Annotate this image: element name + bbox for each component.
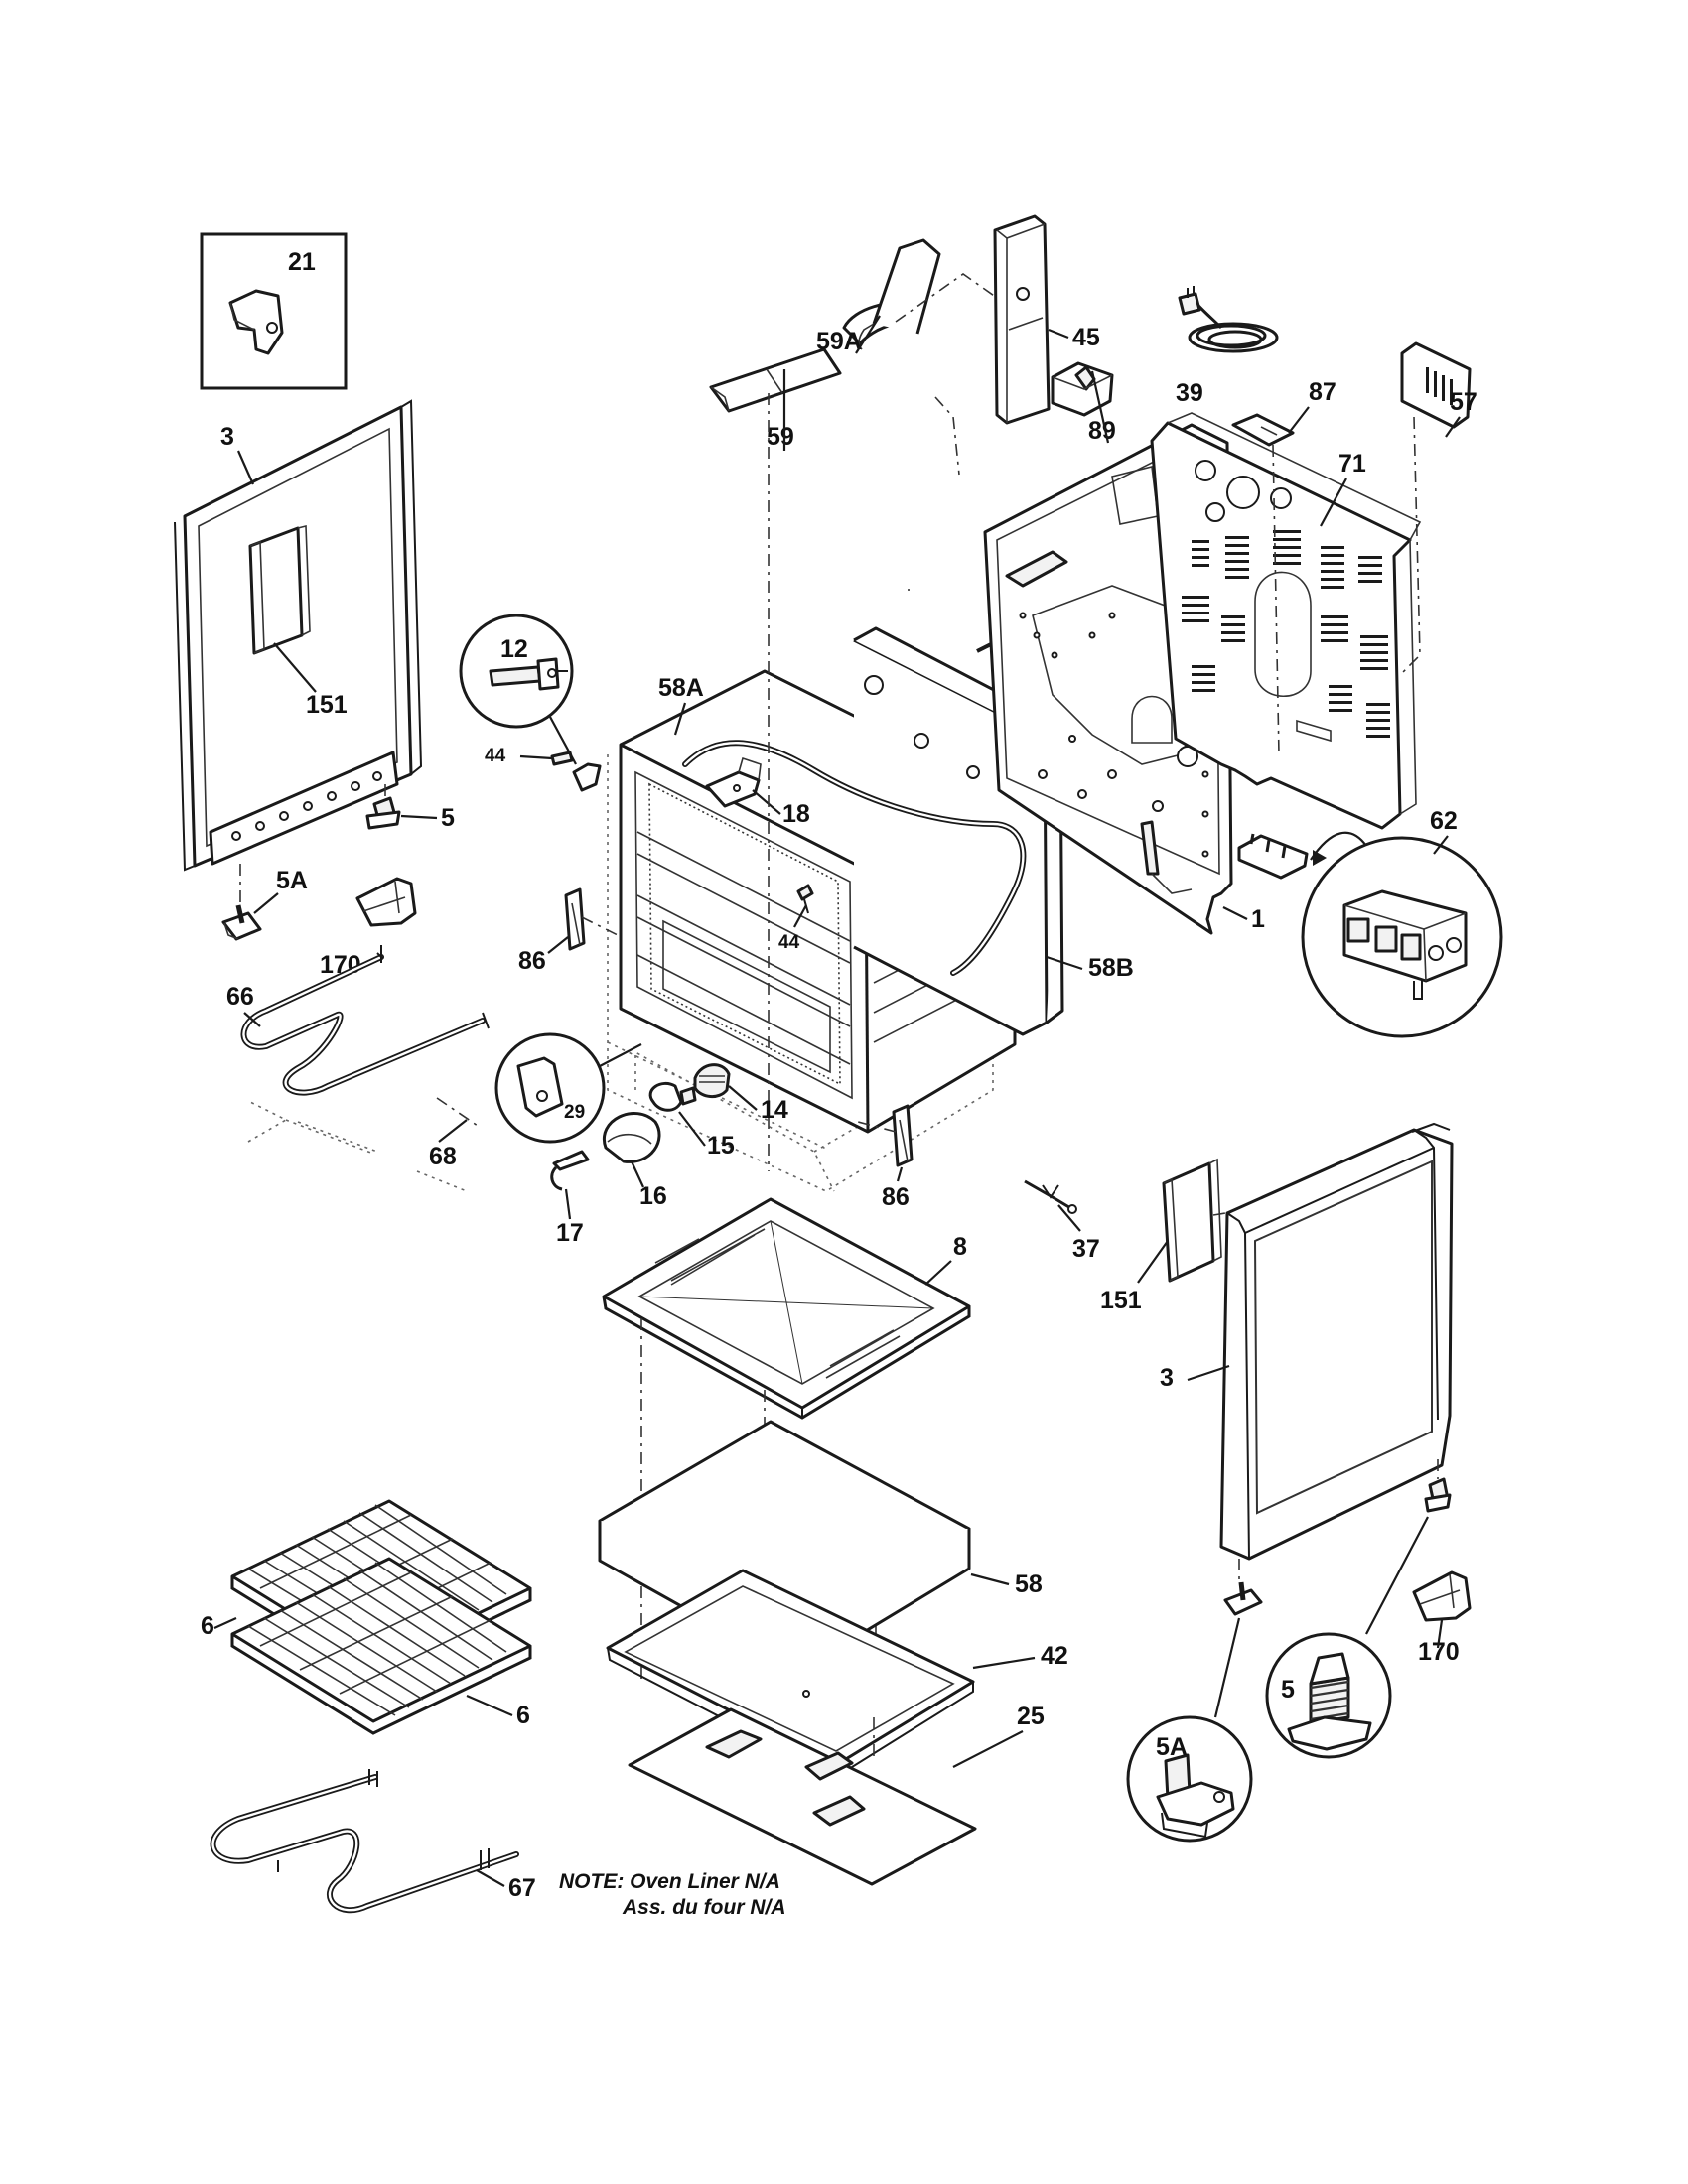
label-8: 8 (953, 1233, 967, 1261)
leveler-5-left (365, 796, 401, 830)
switch-86-right (892, 1104, 914, 1167)
lamp-bulb-15 (648, 1081, 697, 1112)
label-59: 59 (767, 423, 794, 451)
label-37: 37 (1072, 1235, 1100, 1263)
leveler-bracket-5a-left (221, 904, 262, 941)
label-86-left: 86 (518, 947, 546, 975)
label-58: 58 (1015, 1570, 1043, 1598)
label-6-bottom: 6 (516, 1702, 530, 1729)
label-3-right: 3 (1160, 1364, 1174, 1392)
label-68: 68 (429, 1143, 457, 1170)
label-5-right: 5 (1281, 1676, 1295, 1704)
screw-44-top (550, 751, 602, 792)
duct-59a (842, 238, 941, 350)
label-3-left: 3 (220, 423, 234, 451)
label-12: 12 (500, 635, 528, 663)
element-67 (210, 1769, 519, 1914)
label-21: 21 (288, 248, 316, 276)
rack-6-bottom (230, 1557, 532, 1735)
label-89: 89 (1088, 417, 1116, 445)
label-15: 15 (707, 1132, 735, 1160)
label-5a-left: 5A (276, 867, 308, 894)
label-71: 71 (1338, 450, 1366, 478)
label-39: 39 (1176, 379, 1203, 407)
label-45: 45 (1072, 324, 1100, 351)
label-14: 14 (761, 1096, 788, 1124)
bracket-151-left (248, 524, 311, 655)
label-42: 42 (1041, 1642, 1068, 1670)
label-87: 87 (1309, 378, 1336, 406)
callout-12 (459, 614, 577, 765)
label-6-top: 6 (201, 1612, 214, 1640)
label-59a: 59A (816, 328, 862, 355)
leveler-bracket-right-small (1223, 1581, 1263, 1616)
leveler-small-right (1424, 1477, 1452, 1513)
plate-87 (1231, 413, 1295, 447)
label-58a: 58A (658, 674, 704, 702)
element-66 (240, 945, 490, 1096)
callout-5a-right (1126, 1617, 1253, 1843)
retainer-17 (550, 1150, 590, 1191)
bottom-panel-8 (602, 1197, 971, 1420)
note-line-1: NOTE: Oven Liner N/A (559, 1870, 780, 1893)
label-151-left: 151 (306, 691, 348, 719)
hinge-170-left (355, 877, 417, 927)
label-5a-right: 5A (1156, 1733, 1188, 1761)
label-44-mid: 44 (778, 932, 800, 953)
label-44-top: 44 (485, 746, 506, 766)
bracket-18 (705, 756, 762, 808)
label-29: 29 (564, 1102, 585, 1123)
lamp-lens-16 (602, 1112, 661, 1163)
bottom-plate-25 (628, 1707, 977, 1886)
label-66: 66 (226, 983, 254, 1011)
label-151-right: 151 (1100, 1287, 1142, 1314)
vent-45 (993, 214, 1051, 425)
probe-37 (1024, 1179, 1077, 1214)
part-21-inset (200, 232, 348, 390)
cover-57 (1400, 341, 1472, 429)
terminal-block-62 (1237, 831, 1503, 1038)
label-1: 1 (1251, 905, 1265, 933)
hinge-170-right (1412, 1570, 1472, 1622)
duct-59 (709, 347, 842, 413)
label-25: 25 (1017, 1703, 1045, 1730)
label-57: 57 (1450, 388, 1477, 416)
switch-86-left (564, 887, 586, 951)
label-62: 62 (1430, 807, 1458, 835)
callout-29 (494, 1032, 642, 1144)
label-18: 18 (782, 800, 810, 828)
label-17: 17 (556, 1219, 584, 1247)
bracket-151-right (1162, 1158, 1222, 1283)
bracket-89 (1051, 361, 1114, 417)
side-panel-right (1219, 1122, 1454, 1561)
note-line-2: Ass. du four N/A (622, 1896, 786, 1919)
back-panel-71 (1150, 412, 1422, 830)
callout-5-right (1265, 1516, 1429, 1759)
label-86-right: 86 (882, 1183, 910, 1211)
power-cord-39 (1178, 286, 1279, 353)
label-58b: 58B (1088, 954, 1134, 982)
label-5-left: 5 (441, 804, 455, 832)
label-67: 67 (508, 1874, 536, 1902)
lamp-socket-14 (693, 1063, 731, 1098)
